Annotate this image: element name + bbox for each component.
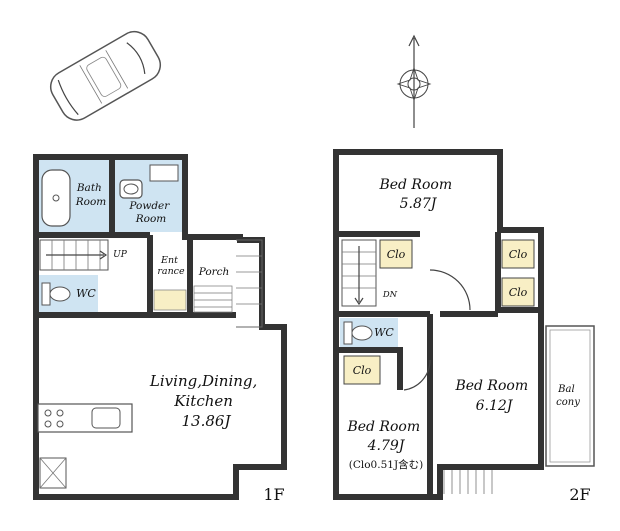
up-label: UP — [113, 250, 128, 260]
porch-label: Porch — [198, 266, 230, 278]
porch-steps — [236, 239, 263, 328]
bed-room-3-closet-note: (Clo0.51J含む) — [349, 458, 424, 471]
sink-icon — [119, 179, 143, 199]
wc-2f-label: WC — [374, 326, 394, 339]
bath-room-label: Bath Room — [75, 182, 107, 208]
walls-2f — [333, 149, 544, 500]
dn-label: DN — [382, 290, 398, 300]
balcony — [545, 325, 595, 467]
floor-label-1f: 1F — [263, 485, 284, 504]
closet-label: Clo — [509, 248, 528, 261]
toilet-icon — [41, 282, 71, 306]
floor-label-2f: 2F — [569, 485, 590, 504]
ldk-label: Living,Dining, Kitchen 13.86J — [149, 372, 262, 430]
compass-icon — [396, 34, 432, 128]
entrance-label: Ent rance — [157, 255, 185, 277]
closet-bed2-a — [501, 239, 535, 269]
bed-room-2-label: Bed Room 6.12J — [454, 378, 532, 414]
kitchen-counter — [37, 403, 133, 433]
balcony-label: Bal cony — [556, 384, 580, 408]
closet-label: Clo — [387, 248, 406, 261]
refrigerator-icon — [39, 457, 67, 489]
closet-bed1 — [379, 239, 413, 269]
stairs-2f — [341, 239, 377, 307]
closet-bed3 — [343, 355, 381, 385]
bed-room-1-label: Bed Room 5.87J — [378, 177, 456, 212]
bed-room-3-label: Bed Room 4.79J — [346, 419, 424, 454]
bathtub-icon — [41, 169, 71, 227]
stair-window-hatch — [443, 470, 493, 494]
car-icon — [49, 30, 162, 121]
wc-1f-label: WC — [76, 287, 96, 300]
closet-label: Clo — [353, 364, 372, 377]
powder-room-label: Powder Room — [128, 200, 172, 225]
closet-label: Clo — [509, 286, 528, 299]
closet-bed2-b — [501, 277, 535, 307]
toilet-icon — [343, 321, 373, 345]
stairs-1f — [39, 239, 109, 271]
